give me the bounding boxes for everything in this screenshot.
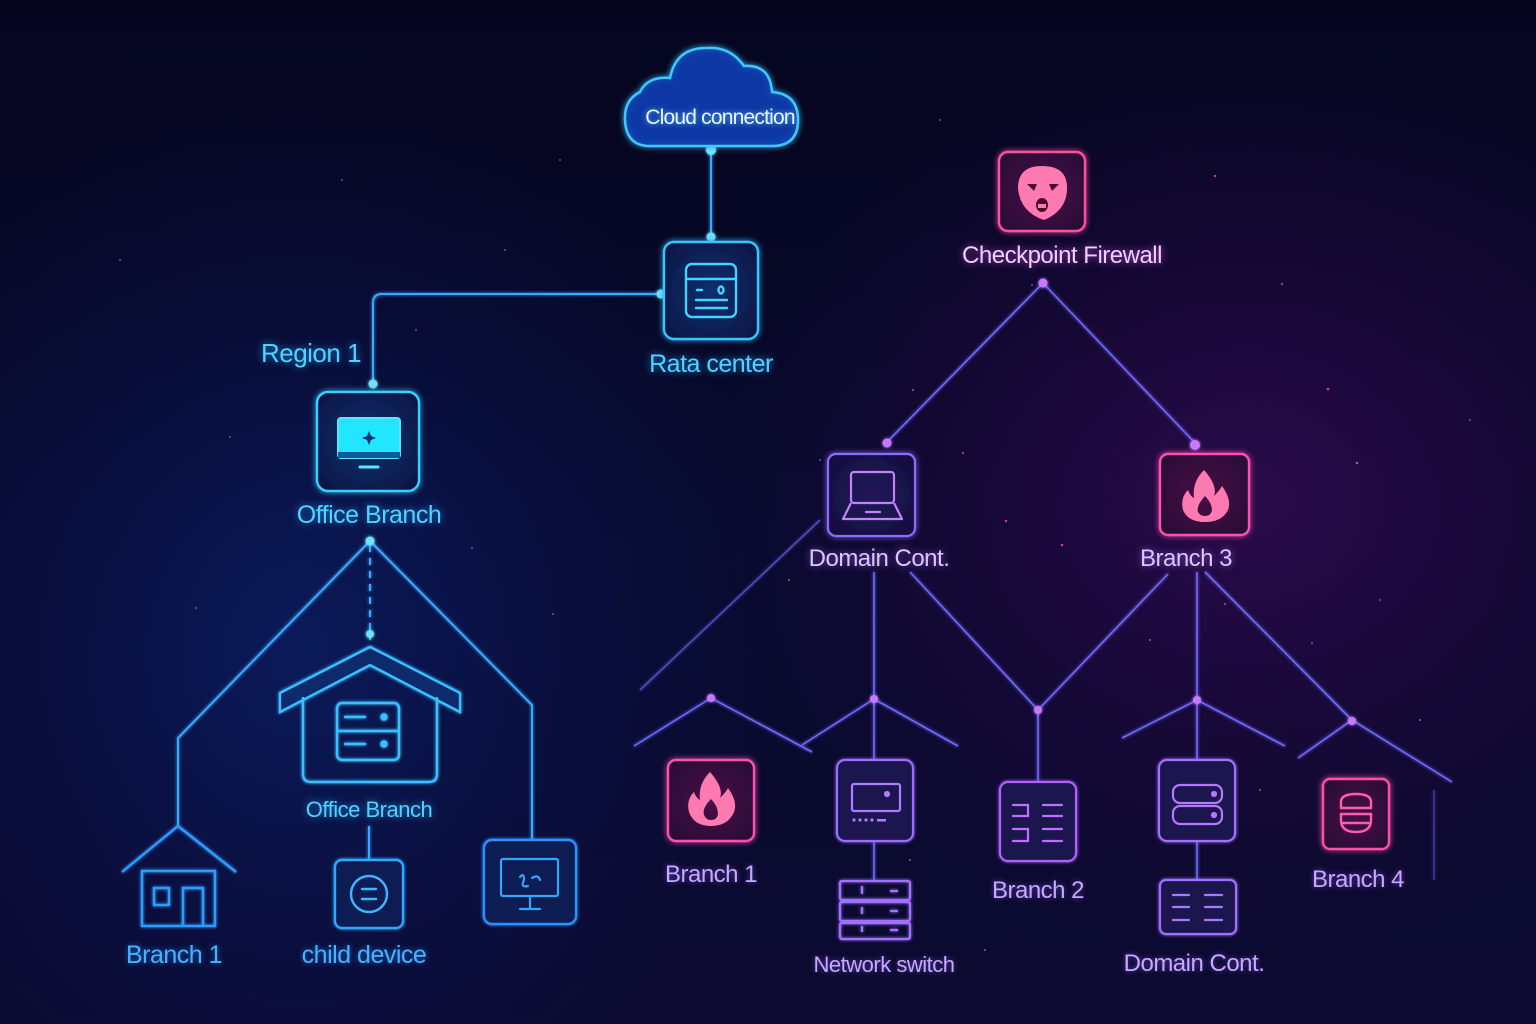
circle-device-icon [349, 874, 389, 914]
checkpoint-firewall-label: Checkpoint Firewall [962, 242, 1162, 269]
right-connections [633, 282, 1453, 880]
star-field [119, 119, 1471, 615]
pink-star-field [788, 174, 1421, 951]
cloud-label: Cloud connection [645, 106, 795, 129]
domain-cont-top-node[interactable] [826, 452, 917, 538]
branch2-label: Branch 2 [991, 877, 1085, 904]
datacenter-to-region-line [372, 293, 662, 386]
monitor-device-node[interactable] [482, 838, 578, 926]
router-icon [850, 782, 902, 822]
right-connector-dots [707, 278, 1356, 725]
router-node[interactable] [835, 758, 915, 843]
child-device-label: child device [301, 941, 427, 969]
cloud-icon [623, 46, 800, 148]
child-device-node[interactable] [333, 858, 405, 930]
fanout-branch4 [1297, 719, 1453, 783]
office-to-branch1-line [177, 540, 371, 826]
server-window-icon [684, 262, 738, 319]
flame-icon [1182, 470, 1230, 522]
region-label: Region 1 [260, 338, 362, 368]
domain-cont-bottom-label: Domain Cont. [1123, 950, 1265, 977]
domain-cont-top-label: Domain Cont. [808, 545, 950, 572]
office-branch-node[interactable] [315, 390, 421, 493]
domaincont-faint-line [639, 519, 821, 691]
domaincont-to-branch2-line [909, 571, 1039, 711]
storage-icon [1171, 783, 1224, 826]
left-connections [177, 150, 712, 860]
laptop-icon [841, 470, 904, 521]
house-wall [301, 697, 439, 784]
branch3-to-branch4-line [1204, 571, 1353, 721]
network-switch-label: Network switch [813, 952, 955, 977]
fanout-storage [1121, 699, 1286, 747]
domain-cont-bottom-node[interactable] [1158, 878, 1238, 936]
network-switch-node[interactable] [838, 879, 912, 941]
office-branch-label: Office Branch [296, 501, 442, 529]
fanout-branch1 [633, 697, 813, 753]
house-roof-icon [278, 645, 462, 714]
fanout-router [801, 698, 959, 747]
branch1-right-node[interactable] [666, 758, 756, 843]
branch1-left-node[interactable] [121, 824, 237, 928]
branch4-node[interactable] [1321, 777, 1391, 851]
firewall-to-domaincont-line [886, 282, 1044, 443]
branch1-left-label: Branch 1 [125, 941, 223, 969]
firewall-to-branch3-line [1042, 282, 1197, 445]
switch-rack-icon [838, 879, 912, 941]
list-grid-icon [1171, 893, 1224, 922]
checkpoint-firewall-node[interactable] [997, 150, 1087, 233]
cloud-node[interactable] [623, 46, 800, 148]
branch3-node[interactable] [1158, 452, 1251, 537]
house-icon [140, 869, 217, 928]
branch2-node[interactable] [998, 780, 1078, 863]
datacenter-label: Rata center [649, 350, 773, 378]
shield-face-icon [1018, 166, 1068, 220]
branch3-label: Branch 3 [1139, 545, 1233, 572]
branch4-label: Branch 4 [1311, 866, 1405, 893]
house-roof-icon [121, 824, 237, 873]
office-branch-house-node[interactable] [278, 645, 462, 784]
branch3-to-branch2-line [1037, 573, 1169, 711]
list-grid-icon [1011, 803, 1064, 843]
database-icon [1339, 792, 1373, 834]
flame-icon [688, 772, 736, 826]
monitor-icon [499, 857, 560, 911]
office-branch-house-label: Office Branch [305, 797, 433, 822]
house-server-icon [335, 701, 401, 762]
monitor-icon [337, 417, 401, 469]
office-to-monitor-line [369, 540, 533, 840]
left-connector-dots [365, 145, 716, 638]
storage-node[interactable] [1157, 758, 1237, 843]
branch1-right-label: Branch 1 [664, 861, 758, 888]
datacenter-node[interactable] [662, 240, 760, 341]
